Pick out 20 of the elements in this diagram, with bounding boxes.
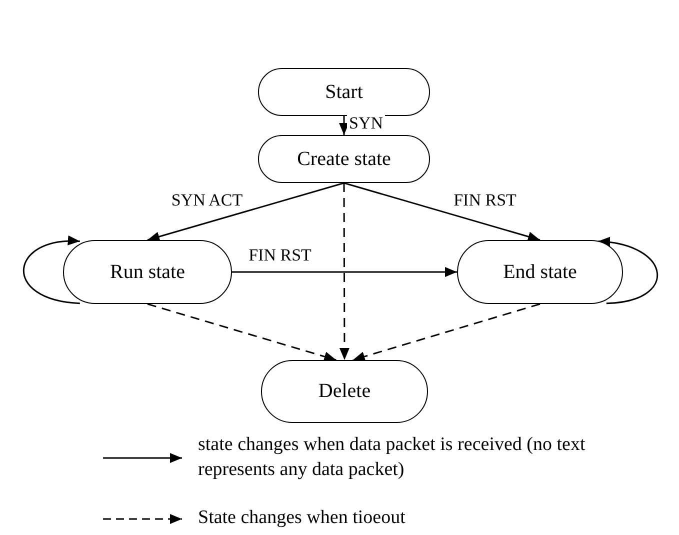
- arrow: [344, 182, 540, 242]
- state-name: Run state: [110, 260, 185, 284]
- arrow: [339, 183, 350, 360]
- state-name: End state: [503, 260, 577, 284]
- arrow: [147, 182, 344, 242]
- arrow: [147, 303, 336, 362]
- arrow: [352, 303, 540, 362]
- state-box: [457, 240, 623, 304]
- legend-text: State changes when tioeout: [198, 506, 406, 530]
- self-loop-arrow: [23, 236, 80, 304]
- state-name: Create state: [297, 148, 391, 170]
- state-box: [258, 68, 430, 116]
- state-box: [258, 135, 430, 183]
- legend-text: state changes when data packet is received (no text represents any data packet): [198, 433, 586, 482]
- state-box: [63, 240, 232, 304]
- self-loop-arrow: [598, 238, 658, 304]
- state-name: Delete: [318, 380, 371, 403]
- state-name: Start: [325, 80, 363, 104]
- arrow: [339, 116, 349, 135]
- arrow: [232, 267, 457, 277]
